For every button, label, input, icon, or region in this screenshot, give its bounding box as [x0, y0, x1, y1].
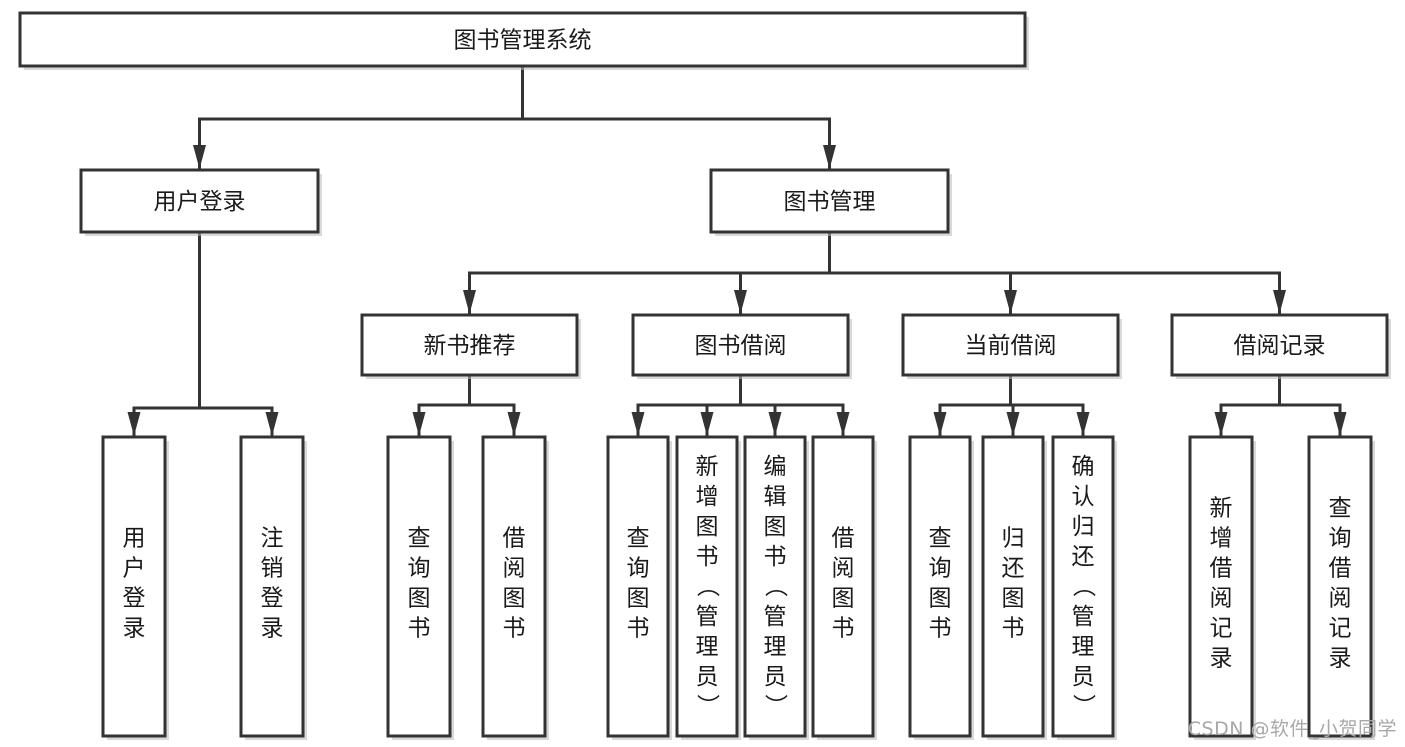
node-leaf-12[interactable]: 查询借阅记录: [1307, 435, 1375, 740]
node-label: 确认归还（管理员）: [1072, 454, 1097, 720]
connector-layer: [127, 64, 1347, 437]
node-leaf-6[interactable]: 编辑图书（管理员）: [743, 435, 809, 740]
node-label: 查询图书: [627, 526, 650, 642]
node-leaf-7[interactable]: 借阅图书: [811, 435, 877, 740]
node-label: 新增借阅记录: [1210, 496, 1233, 672]
node-leaf-0[interactable]: 用户登录: [101, 435, 169, 740]
node-box[interactable]: [901, 313, 1120, 377]
node-leaf-5[interactable]: 新增图书（管理员）: [675, 435, 741, 740]
node-box[interactable]: [1051, 435, 1115, 738]
arrow-head: [823, 145, 836, 169]
arrow-head: [127, 412, 141, 436]
node-label: 当前借阅: [965, 333, 1057, 359]
node-box[interactable]: [631, 313, 850, 377]
node-box[interactable]: [981, 435, 1045, 738]
node-label: 用户登录: [123, 526, 146, 642]
node-box[interactable]: [709, 168, 950, 234]
node-label: 借阅图书: [832, 526, 855, 642]
arrow-head: [193, 145, 206, 169]
node-box[interactable]: [908, 435, 972, 738]
arrow-head: [768, 412, 782, 436]
node-box[interactable]: [1307, 435, 1373, 738]
node-level3-1[interactable]: 图书借阅: [631, 313, 852, 379]
arrow-head: [1076, 412, 1090, 436]
watermark-label: CSDN @软件_小贺同学: [1187, 718, 1397, 740]
node-label: 借阅图书: [503, 526, 526, 642]
node-label: 注销登录: [261, 526, 284, 642]
node-label: 归还图书: [1002, 526, 1025, 642]
arrow-head: [1004, 290, 1017, 314]
node-leaf-8[interactable]: 查询图书: [908, 435, 974, 740]
arrow-head: [1214, 412, 1228, 436]
node-box[interactable]: [239, 435, 305, 738]
node-box[interactable]: [1188, 435, 1254, 738]
node-level3-0[interactable]: 新书推荐: [360, 313, 581, 379]
arrow-head: [265, 412, 279, 436]
node-level2-0[interactable]: 用户登录: [79, 168, 322, 236]
node-box[interactable]: [386, 435, 452, 738]
arrow-head: [1006, 412, 1020, 436]
node-leaf-4[interactable]: 查询图书: [606, 435, 672, 740]
node-leaf-1[interactable]: 注销登录: [239, 435, 307, 740]
node-label: 用户登录: [154, 189, 246, 215]
node-box[interactable]: [79, 168, 320, 234]
arrow-head: [836, 412, 850, 436]
node-label: 图书管理: [784, 189, 876, 215]
node-box[interactable]: [1170, 313, 1389, 377]
arrow-head: [631, 412, 645, 436]
node-leaf-11[interactable]: 新增借阅记录: [1188, 435, 1256, 740]
node-root-0[interactable]: 图书管理系统: [18, 11, 1029, 70]
node-box[interactable]: [101, 435, 167, 738]
arrow-head: [734, 290, 747, 314]
node-label: 借阅记录: [1234, 333, 1326, 359]
node-leaf-3[interactable]: 借阅图书: [481, 435, 549, 740]
arrow-head: [412, 412, 426, 436]
node-level2-1[interactable]: 图书管理: [709, 168, 952, 236]
node-label: 图书借阅: [695, 333, 787, 359]
node-label: 编辑图书（管理员）: [764, 454, 789, 720]
arrow-head: [1333, 412, 1347, 436]
node-box[interactable]: [743, 435, 807, 738]
node-leaf-2[interactable]: 查询图书: [386, 435, 454, 740]
node-level3-3[interactable]: 借阅记录: [1170, 313, 1391, 379]
node-label: 新书推荐: [424, 333, 516, 359]
arrow-head: [463, 290, 476, 314]
arrow-head: [700, 412, 714, 436]
node-label: 图书管理系统: [454, 28, 592, 54]
node-level3-2[interactable]: 当前借阅: [901, 313, 1122, 379]
node-label: 查询图书: [408, 526, 431, 642]
arrow-head: [507, 412, 521, 436]
arrow-head: [1273, 290, 1286, 314]
node-leaf-9[interactable]: 归还图书: [981, 435, 1047, 740]
node-label: 新增图书（管理员）: [696, 454, 721, 720]
node-box[interactable]: [360, 313, 579, 377]
node-box[interactable]: [675, 435, 739, 738]
node-box[interactable]: [606, 435, 670, 738]
node-box[interactable]: [18, 11, 1027, 68]
arrow-head: [933, 412, 947, 436]
node-box[interactable]: [811, 435, 875, 738]
node-label: 查询图书: [929, 526, 952, 642]
node-leaf-10[interactable]: 确认归还（管理员）: [1051, 435, 1117, 740]
node-box[interactable]: [481, 435, 547, 738]
node-layer: 图书管理系统用户登录图书管理新书推荐图书借阅当前借阅借阅记录用户登录注销登录查询…: [18, 11, 1391, 740]
node-label: 查询借阅记录: [1329, 496, 1352, 672]
